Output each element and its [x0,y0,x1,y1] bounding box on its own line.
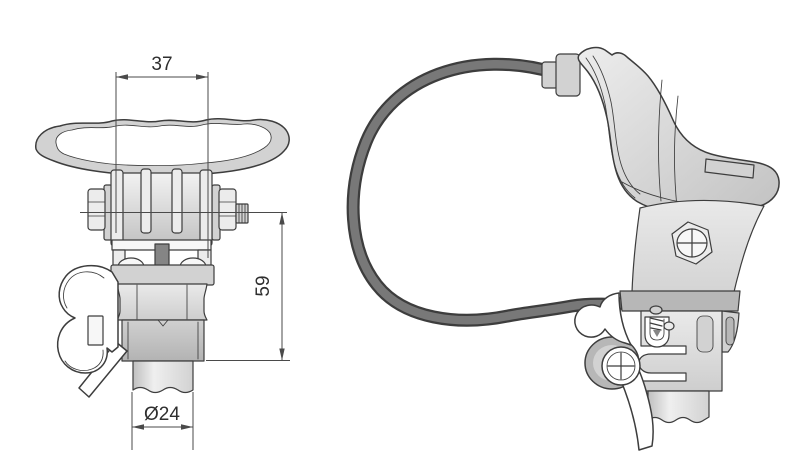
cable-grommet [541,53,581,97]
hinge-flange-left [110,169,124,247]
hex-bolt-head [671,221,713,265]
wing-nut-front [574,292,654,451]
clamp-collar [110,264,215,286]
pole-tube-front [132,360,194,394]
clamp-upper-body [116,283,208,321]
mounting-collar [619,290,741,312]
hinge-flange-right [199,169,213,247]
hinge-rib [171,168,183,234]
cap-ridge-lines [585,55,641,199]
hex-nut [87,188,106,231]
pole-tube-perspective [647,390,710,424]
dim-height-label: 59 [253,275,274,296]
threaded-stub [235,203,249,224]
cross-slot-icon [677,228,707,258]
hex-bolt [218,188,237,231]
contact-screw-cup-inner [649,318,665,341]
wing-nut-inner-edges [63,271,105,371]
dimension-59: 59 [206,212,290,361]
clamp-split-line [121,319,205,327]
dim-diameter-label: Ø24 [144,404,180,425]
dim-width-label: 37 [151,54,172,75]
extension-line [131,392,194,450]
front-view: 37 59 Ø24 [35,54,290,450]
cross-slot-icon [607,352,635,380]
center-post [154,243,170,268]
contact-screw [649,305,664,337]
retaining-pin [663,321,675,331]
hinge-rib [140,168,152,234]
dimension-diameter-24: Ø24 [131,392,194,450]
clamp-panel-lines [136,284,188,320]
holder-plate-surface [55,123,272,167]
extension-line [115,72,209,258]
perspective-view [346,46,780,451]
wing-nut-body-notch [87,315,104,346]
connector-cap-body [577,46,780,215]
cap-latch-slot [704,158,755,179]
clamp-edge-lines [127,321,199,360]
flange-slot [725,316,735,346]
coiled-cable [346,57,631,327]
clamp-groove [696,315,714,353]
hinge-barrel [112,172,211,243]
wing-nut-wing [574,292,632,346]
dimension-37: 37 [115,54,209,258]
